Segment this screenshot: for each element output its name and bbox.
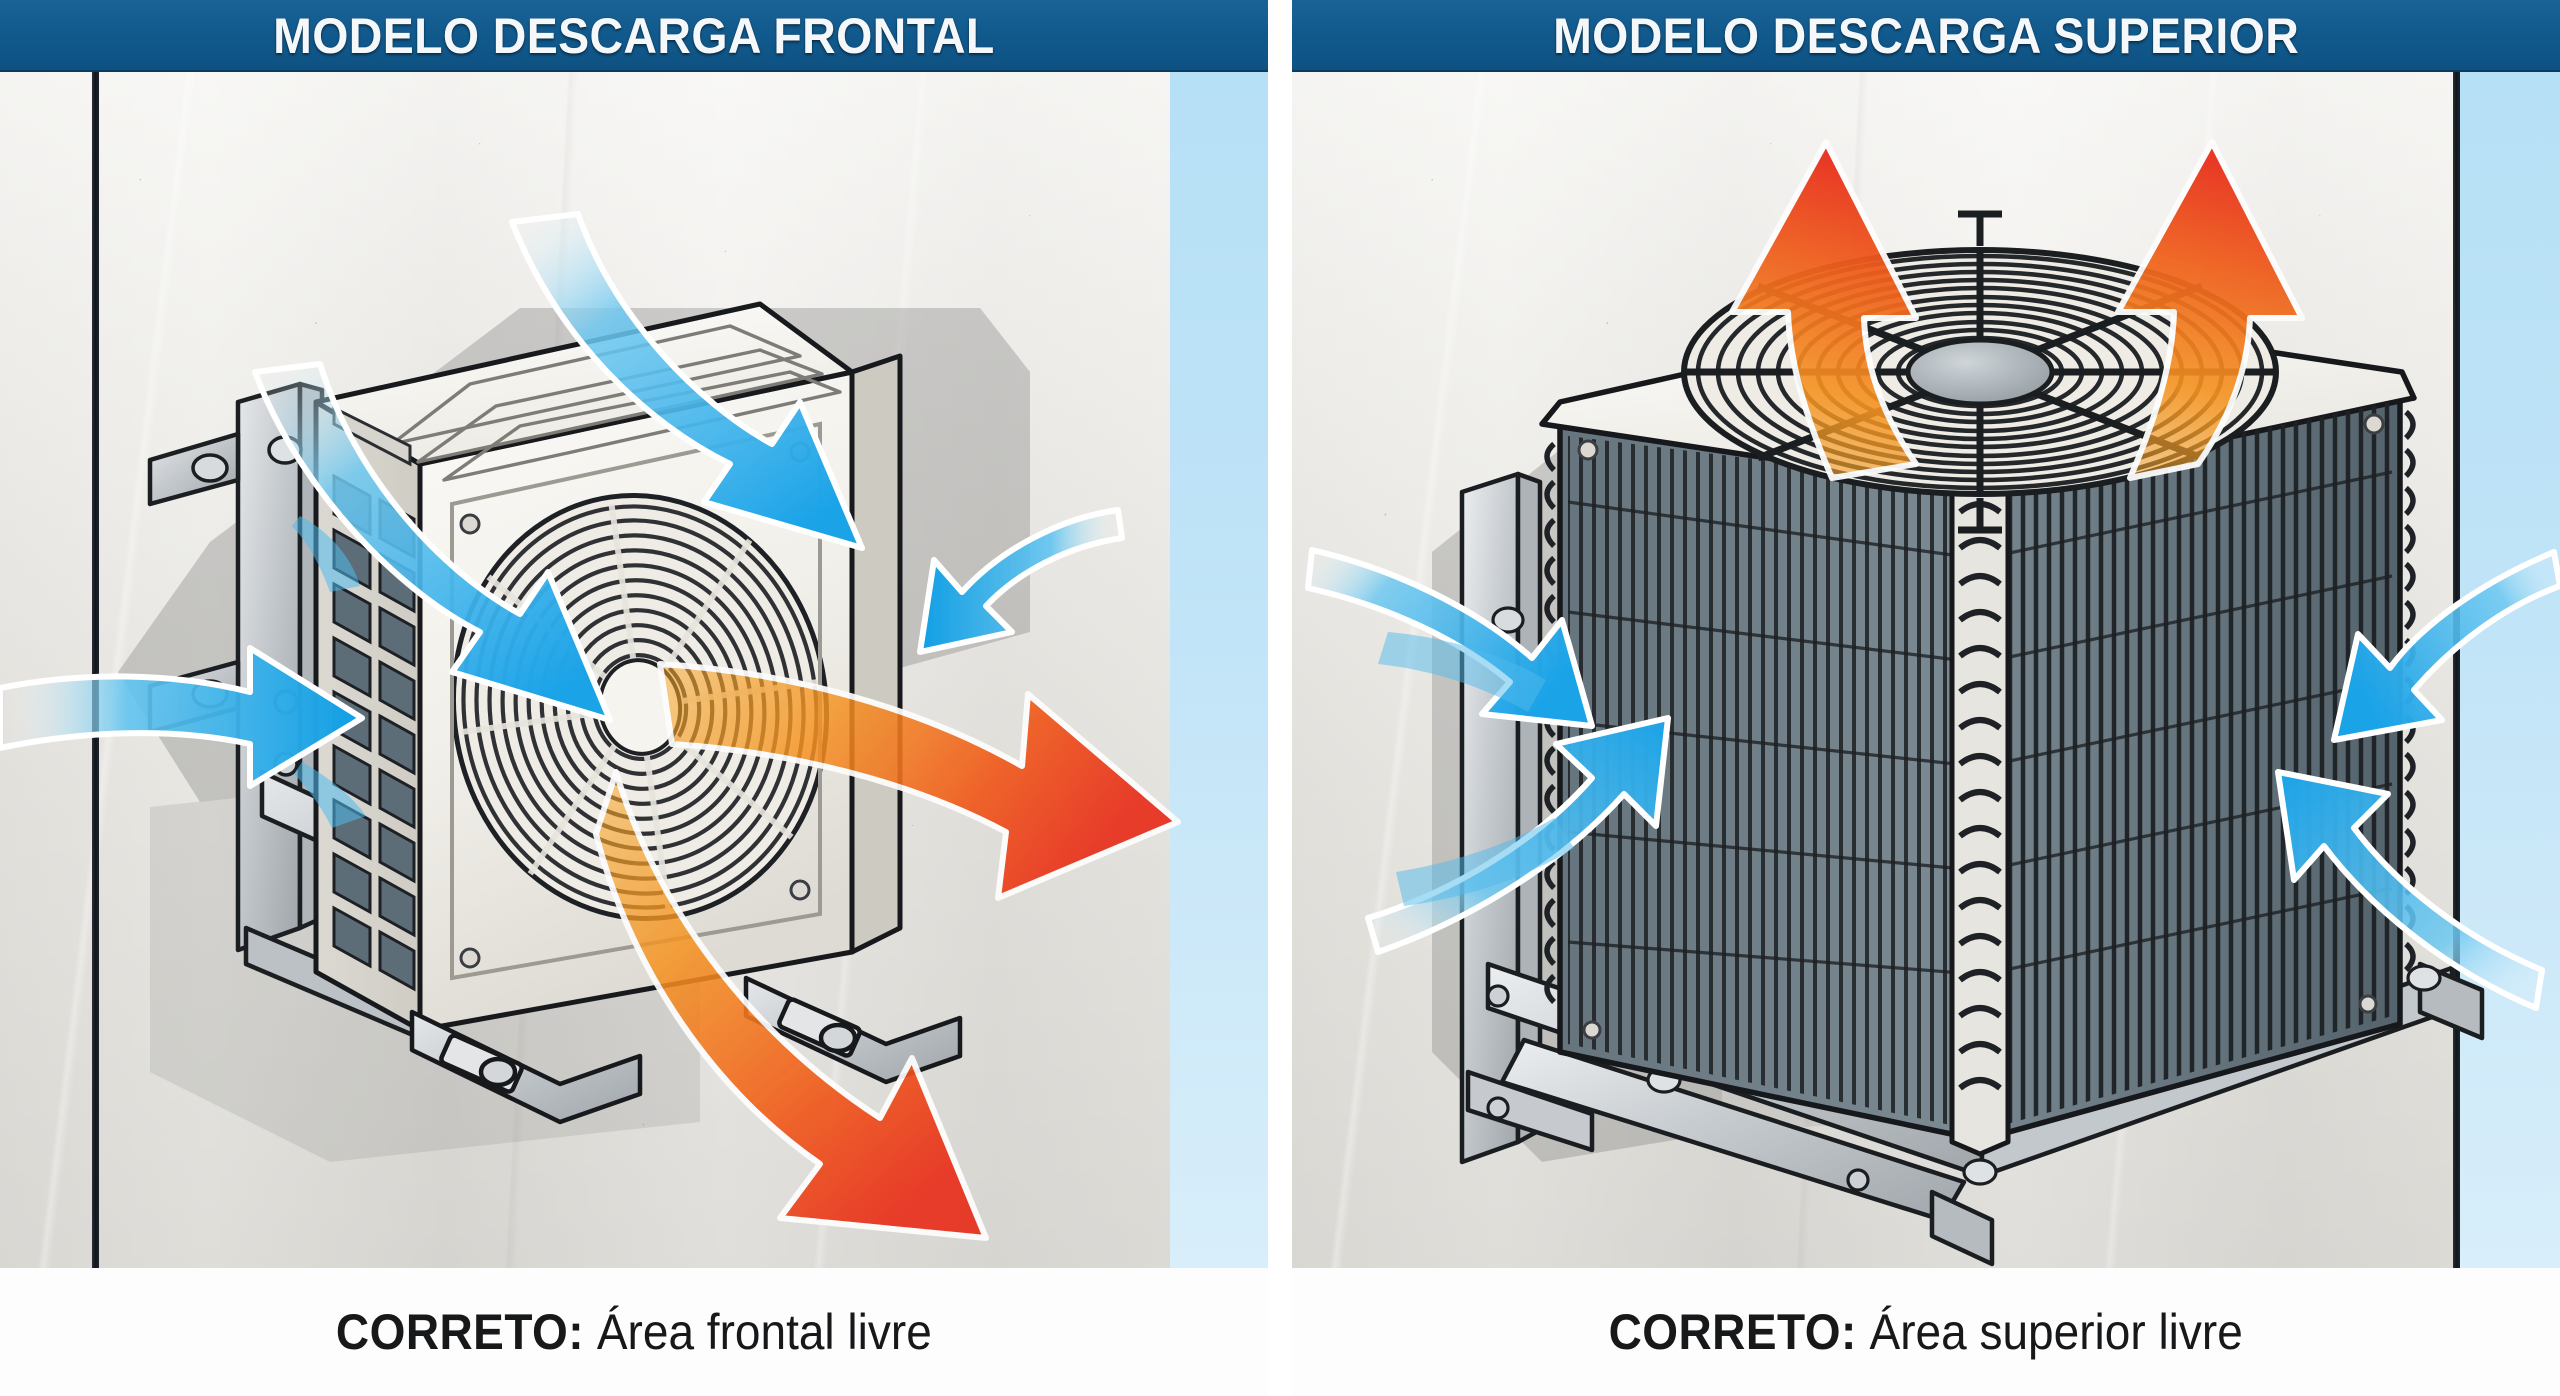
caption-text-superior: Área superior livre bbox=[1857, 1304, 2244, 1360]
caption-label-frontal: CORRETO: bbox=[336, 1304, 585, 1360]
airflow-wisp bbox=[1378, 632, 1574, 906]
intake-arrow-top-left bbox=[252, 361, 613, 723]
airflow-wisp bbox=[292, 516, 366, 828]
caption-text-frontal: Área frontal livre bbox=[584, 1304, 932, 1360]
intake-arrow-right-lower bbox=[2275, 769, 2545, 1011]
illustration-frontal bbox=[0, 72, 1268, 1268]
exhaust-arrow-up-left bbox=[1729, 139, 1919, 481]
panel-descarga-frontal: MODELO DESCARGA FRONTAL bbox=[0, 0, 1268, 1396]
wall-edge-line bbox=[92, 72, 99, 1268]
fan-bezel bbox=[450, 421, 822, 981]
exhaust-arrow-up-right bbox=[2115, 139, 2305, 481]
intake-arrow-left bbox=[0, 645, 365, 789]
header-bar-frontal: MODELO DESCARGA FRONTAL bbox=[0, 0, 1268, 72]
exhaust-arrow-upper bbox=[657, 661, 1181, 901]
header-title-superior: MODELO DESCARGA SUPERIOR bbox=[1552, 8, 2300, 64]
caption-superior: CORRETO: Área superior livre bbox=[1292, 1268, 2560, 1396]
sky-background bbox=[2460, 72, 2560, 1268]
intake-arrow-top-right bbox=[509, 211, 865, 551]
condenser-fins bbox=[1567, 402, 2393, 1130]
header-title-frontal: MODELO DESCARGA FRONTAL bbox=[273, 8, 995, 64]
intake-arrow-right-upper bbox=[2331, 549, 2560, 743]
sky-background bbox=[1170, 72, 1268, 1268]
exhaust-arrow-lower bbox=[593, 769, 989, 1241]
intake-arrow-right bbox=[917, 507, 1125, 655]
caption-frontal: CORRETO: Área frontal livre bbox=[0, 1268, 1268, 1396]
wall-edge-line bbox=[2453, 72, 2460, 1268]
frontal-unit-drawing bbox=[0, 211, 1181, 1241]
return-bend-loops bbox=[1958, 501, 2002, 1091]
superior-unit-drawing bbox=[1305, 139, 2560, 1267]
panel-descarga-superior: MODELO DESCARGA SUPERIOR bbox=[1292, 0, 2560, 1396]
caption-label-superior: CORRETO: bbox=[1608, 1304, 1858, 1360]
panel-divider bbox=[1268, 0, 1292, 1396]
illustration-superior bbox=[1292, 72, 2560, 1268]
header-bar-superior: MODELO DESCARGA SUPERIOR bbox=[1292, 0, 2560, 72]
top-louvers bbox=[390, 324, 842, 482]
